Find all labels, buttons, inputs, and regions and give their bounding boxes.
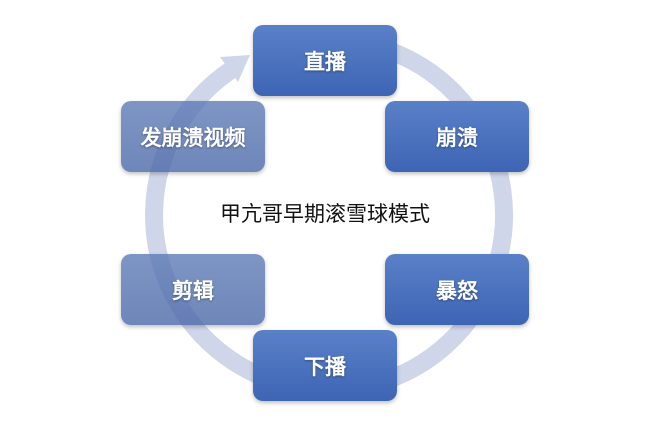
step-rage: 暴怒: [385, 254, 529, 325]
step-label: 发崩溃视频: [140, 125, 246, 150]
step-end-stream: 下播: [253, 330, 397, 401]
step-livestream: 直播: [253, 25, 397, 96]
step-post-meltdown-video: 发崩溃视频: [121, 101, 265, 172]
step-edit: 剪辑: [121, 254, 265, 325]
step-label: 下播: [304, 354, 346, 379]
step-label: 直播: [304, 49, 346, 74]
step-meltdown: 崩溃: [385, 101, 529, 172]
step-label: 剪辑: [172, 278, 214, 303]
arrowhead-icon: [220, 55, 250, 82]
step-label: 崩溃: [436, 125, 478, 150]
step-label: 暴怒: [436, 278, 478, 303]
diagram-title: 甲亢哥早期滚雪球模式: [220, 202, 430, 226]
